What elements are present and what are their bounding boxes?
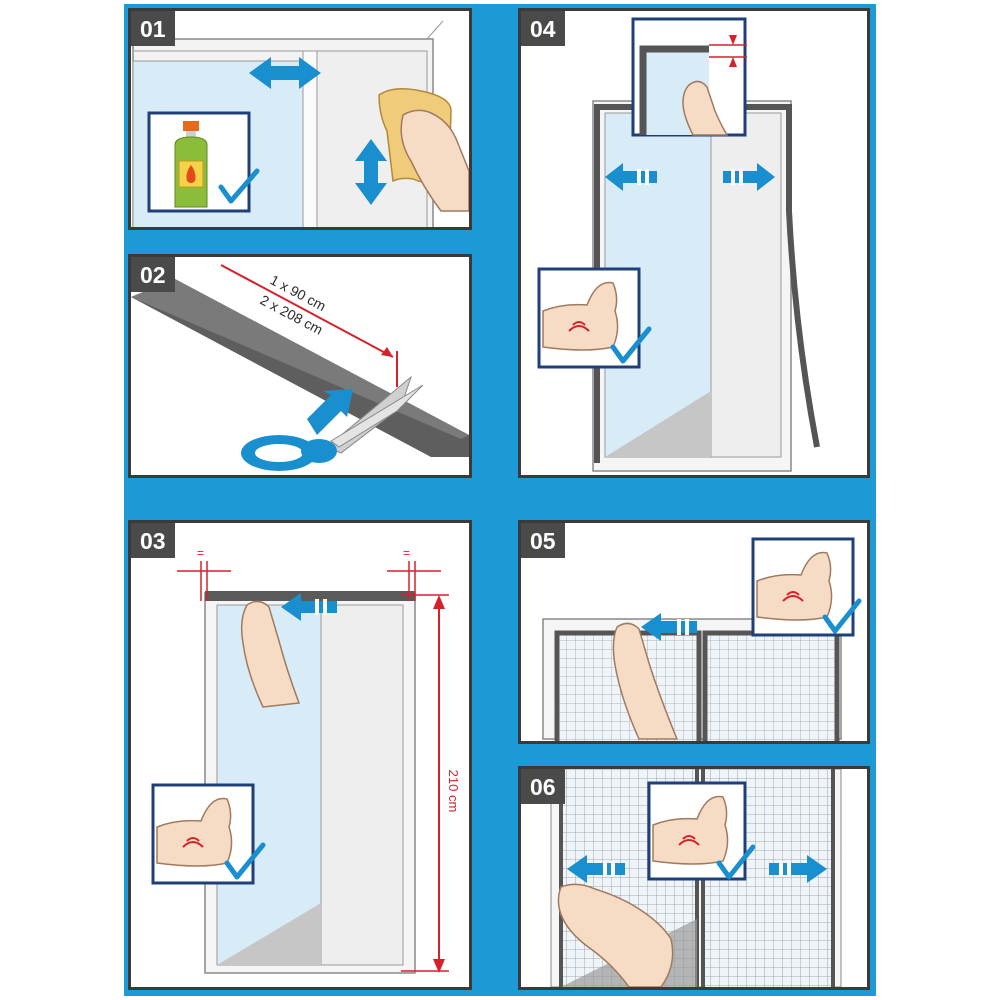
arrow-left-icon [281,593,337,621]
pinch-hand-icon [682,80,729,136]
panel-step-01: 01 [128,8,472,230]
height-label: 210 cm [446,770,461,813]
double-arrow-icon [249,57,321,89]
measure-frame-illustration: = = 210 cm [151,546,461,974]
flexed-arm-icon [652,795,729,865]
flexed-arm-icon [156,797,233,867]
equal-mark-left: = [197,546,204,560]
scissors-icon [241,375,424,471]
stretch-mesh-illustration [550,769,842,987]
attach-tape-illustration [537,17,820,472]
panel-step-02: 02 1 x 90 cm 2 x 208 cm [128,254,472,478]
panel-step-04: 04 [518,8,870,478]
arrow-right-icon [769,855,827,883]
cleaning-spray-icon [174,121,208,208]
panel-step-03: 03 = = 210 cm [128,520,472,990]
panel-step-06: 06 [518,766,870,990]
attach-mesh-illustration [542,537,862,741]
flexed-arm-icon [756,551,833,621]
equal-mark-right: = [403,546,410,560]
pinch-hand-icon [612,622,679,740]
checkmark-icon [822,598,862,634]
step-number: 01 [131,11,175,46]
panel-step-05: 05 [518,520,870,744]
cloth-hand-icon [378,88,469,212]
step-number: 06 [521,769,565,804]
arrow-left-icon [641,613,697,641]
cut-tape-illustration: 1 x 90 cm 2 x 208 cm [131,264,469,471]
velcro-tape-icon [131,279,469,457]
pinch-hand-icon [240,600,301,708]
step-number: 02 [131,257,175,292]
checkmark-icon [224,842,266,880]
arrow-icon [307,389,353,435]
hand-icon [557,883,674,987]
checkmark-icon [218,168,260,204]
checkmark-icon [716,844,756,880]
clean-frame-illustration [132,20,469,227]
arrow-right-icon [723,163,775,191]
step-number: 05 [521,523,565,558]
arrow-left-icon [605,163,657,191]
checkmark-icon [610,326,652,364]
flexed-arm-icon [542,281,619,351]
double-arrow-icon [355,139,387,205]
mesh-screen-icon [554,630,840,741]
step-number: 03 [131,523,175,558]
step-number: 04 [521,11,565,46]
arrow-left-icon [567,855,625,883]
